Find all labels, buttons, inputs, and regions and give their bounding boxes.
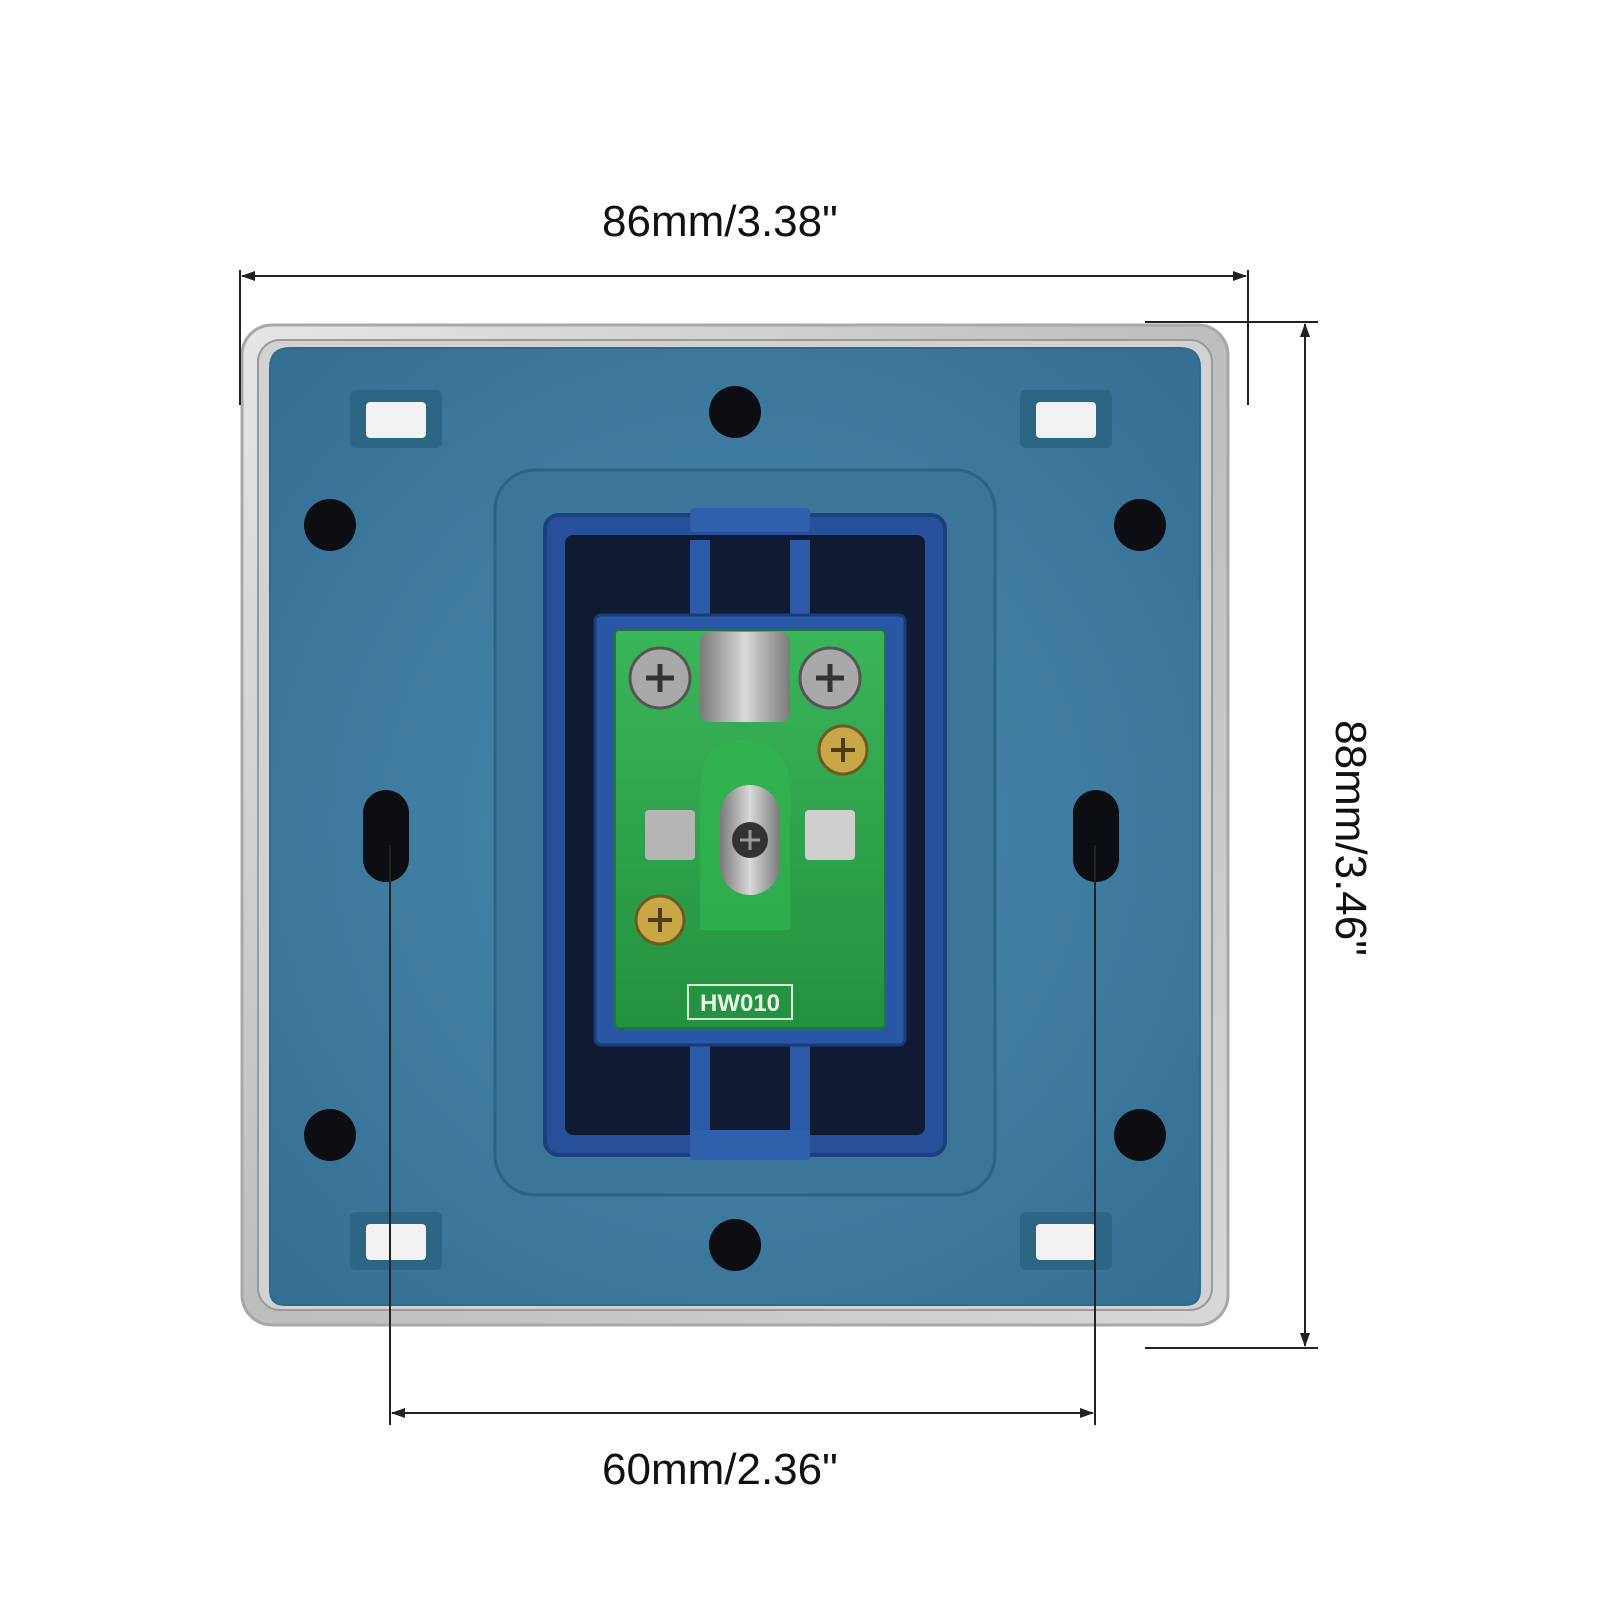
pcb-marking: HW010 (700, 990, 780, 1017)
hole-spacing-label: 60mm/2.36" (602, 1445, 838, 1494)
screw-icon (628, 646, 692, 710)
hole-spacing-dimension (389, 845, 1096, 1425)
hole-upper-left (304, 499, 356, 551)
clip-bottom-right (1020, 1212, 1112, 1270)
slot-left (363, 790, 409, 882)
hole-upper-right (1114, 499, 1166, 551)
height-dimension (1145, 321, 1318, 1349)
hole-bottom-center (709, 1219, 761, 1271)
width-label: 86mm/3.38" (602, 197, 838, 246)
height-label: 88mm/3.46" (1326, 720, 1375, 956)
pcb-board: HW010 (614, 629, 886, 1029)
screw-icon (798, 646, 862, 710)
brass-screw-icon (634, 894, 686, 946)
clip-top-left (350, 390, 442, 448)
width-dimension (239, 270, 1249, 405)
hole-lower-right (1114, 1109, 1166, 1161)
clip-top-right (1020, 390, 1112, 448)
hole-top-center (709, 386, 761, 438)
hole-lower-left (304, 1109, 356, 1161)
clip-bottom-left (350, 1212, 442, 1270)
slot-right (1073, 790, 1119, 882)
brass-screw-icon (817, 724, 869, 776)
